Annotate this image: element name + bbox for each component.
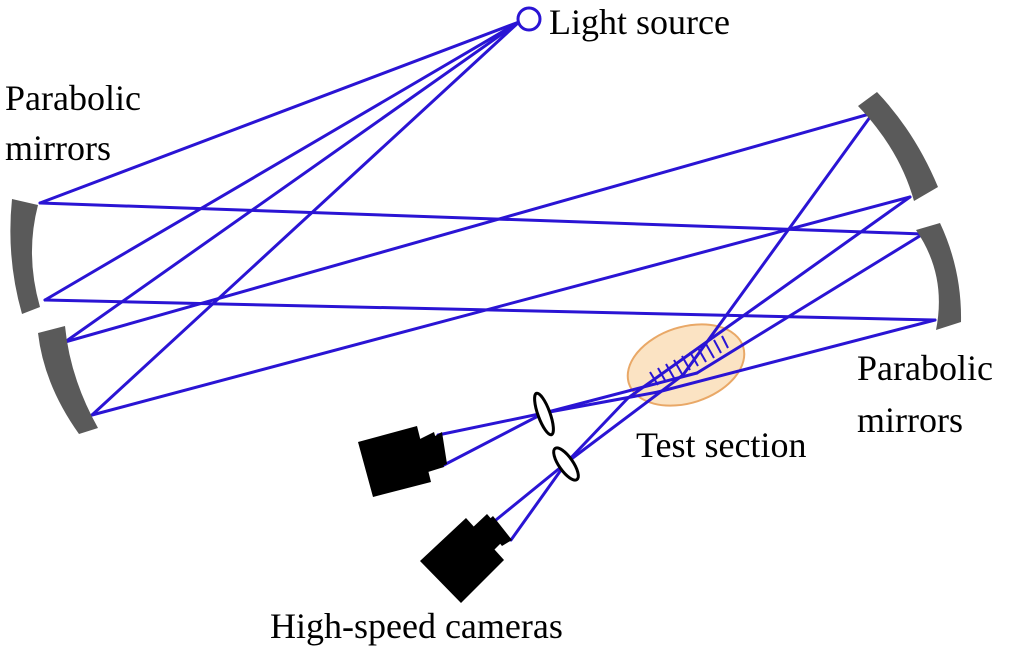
beam-lens2-to-cam2-b <box>509 461 568 542</box>
light-beams <box>38 20 937 542</box>
beam-source-to-mirror1-top <box>38 20 521 205</box>
beam-lens2-to-cam2-a <box>489 461 568 526</box>
beam-m4-bottom-out <box>656 318 937 394</box>
lens-upper-icon <box>533 391 555 437</box>
camera-lower-icon <box>420 514 512 603</box>
parabolic-mirrors-left-label-line1: Parabolic <box>5 78 141 118</box>
beam-m2-to-m3-bottom <box>90 195 912 417</box>
mirror-left-lower-icon <box>38 326 98 434</box>
mirror-left-upper-icon <box>10 199 40 314</box>
high-speed-cameras-label: High-speed cameras <box>270 606 563 646</box>
beam-to-lens2-b <box>564 396 630 465</box>
lens-lower-icon <box>552 446 580 482</box>
beam-lens1-to-cam1-a <box>436 411 546 437</box>
parabolic-mirrors-right-label-line1: Parabolic <box>857 348 993 388</box>
parabolic-mirrors <box>10 92 962 434</box>
beam-source-to-mirror1-bottom <box>43 20 521 302</box>
light-source-icon <box>516 6 542 32</box>
parabolic-mirrors-right-label-line2: mirrors <box>857 400 963 440</box>
light-source-label: Light source <box>549 2 730 42</box>
mirror-right-lower-icon <box>916 223 962 330</box>
beam-m3-top-out <box>681 111 875 377</box>
beam-source-to-mirror2-bottom <box>90 20 521 417</box>
beam-to-lens2-a <box>564 373 685 465</box>
test-section-label: Test section <box>636 425 807 465</box>
test-section-hatch <box>649 335 729 386</box>
beam-m3-bottom-out <box>626 195 912 400</box>
beam-to-lens1-a <box>542 371 699 415</box>
beam-m2-to-m3-top <box>63 111 875 344</box>
camera-upper-icon <box>358 426 447 497</box>
beam-m1-to-m4-top <box>38 201 925 236</box>
beam-source-to-mirror2-top <box>63 20 521 344</box>
parabolic-mirrors-left-label-line2: mirrors <box>5 128 111 168</box>
beam-to-lens1-b <box>542 390 660 415</box>
beam-m4-top-out <box>695 232 925 375</box>
mirror-right-upper-icon <box>858 92 938 201</box>
beam-lens1-to-cam1-b <box>440 411 546 468</box>
